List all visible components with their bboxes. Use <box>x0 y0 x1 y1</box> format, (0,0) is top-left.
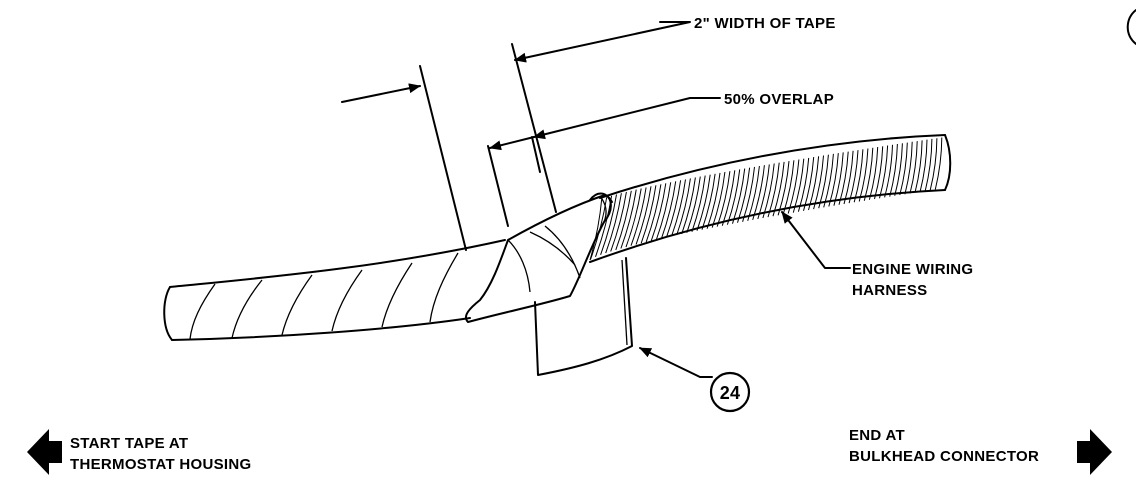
tape-wrap-stripe <box>863 147 874 201</box>
harness-label-line2: HARNESS <box>852 282 927 299</box>
tape-wrap-stripe <box>711 171 726 228</box>
end-label-line2: BULKHEAD CONNECTOR <box>849 448 1039 465</box>
tape-wrap-stripe <box>889 143 898 197</box>
harness-right-section <box>589 134 952 263</box>
tape-wrap-stripe <box>782 160 795 215</box>
tape-wrap-stripe <box>924 138 933 192</box>
tape-wrap-stripe <box>676 178 691 236</box>
tape-wrap-stripe <box>858 148 869 202</box>
tape-wrap-stripe <box>600 194 617 255</box>
tape-wrap-stripe <box>843 150 854 205</box>
overlap-label: 50% OVERLAP <box>724 91 834 108</box>
tape-wrap-stripe <box>666 180 682 238</box>
left-arrow-icon <box>27 429 62 475</box>
tape-wrap-texture <box>589 137 943 261</box>
harness-label-line1: ENGINE WIRING <box>852 261 973 278</box>
tape-wrap-stripe <box>853 149 864 203</box>
tape-wrap-stripe <box>879 145 889 199</box>
tape-wrap-stripe <box>848 150 859 204</box>
tape-wrap-stripe <box>686 176 701 233</box>
tape-wrap-stripe <box>914 140 923 193</box>
tape-wrap-stripe <box>650 183 667 241</box>
tape-wrap-stripe <box>808 156 820 211</box>
tape-wrap-stripe <box>752 165 765 221</box>
tape-wrap-stripe <box>635 186 652 245</box>
tape-wrap-stripe <box>803 157 815 211</box>
tape-wrap-stripe <box>671 179 686 237</box>
tape-wrap-stripe <box>732 168 746 224</box>
tape-wrap-stripe <box>726 169 741 225</box>
tape-wrap-stripe <box>899 142 908 196</box>
tape-wrap-stripe <box>615 190 632 251</box>
tape-wrap-stripe <box>934 137 943 190</box>
tape-wrap-stripe <box>605 193 622 254</box>
dimension-lines <box>341 21 851 378</box>
tape-wrap-stripe <box>884 144 893 198</box>
tape-loop <box>464 192 613 323</box>
start-label-line2: THERMOSTAT HOUSING <box>70 456 252 473</box>
tape-roll-end <box>534 257 633 376</box>
tape-wrap-stripe <box>868 146 879 200</box>
tape-wrap-stripe <box>630 187 647 246</box>
tape-wrap-stripe <box>706 172 721 229</box>
tape-wrap-stripe <box>777 161 790 216</box>
tape-wrap-stripe <box>701 173 716 230</box>
tape-wrap-stripe <box>716 171 731 227</box>
tape-wrap-stripe <box>655 182 672 240</box>
tape-wrap-stripe <box>909 141 918 194</box>
tape-wrap-stripe <box>757 164 770 220</box>
tape-wrap-stripe <box>661 181 677 239</box>
tape-wrap-stripe <box>691 175 706 232</box>
tape-wrap-stripe <box>797 157 810 212</box>
tape-wrap-stripe <box>823 153 834 208</box>
tape-wrap-stripe <box>894 143 903 196</box>
tape-wrap-stripe <box>787 159 800 214</box>
tape-wrap-stripe <box>589 199 603 261</box>
edge-mark <box>1126 9 1136 45</box>
spiral-stripes-left <box>189 252 459 340</box>
harness-left-section <box>163 239 506 341</box>
tape-wrap-stripe <box>919 139 928 192</box>
tape-wrap-stripe <box>904 141 913 195</box>
tape-wrap-stripe <box>742 166 755 222</box>
tape-wrap-stripe <box>833 152 844 206</box>
tape-wrap-stripe <box>874 146 884 200</box>
tape-wrap-stripe <box>620 189 637 249</box>
end-label-line1: END AT <box>849 427 905 444</box>
svg-text:24: 24 <box>720 383 741 403</box>
tape-wrap-stripe <box>721 170 736 226</box>
callout-24: 24 <box>709 371 751 413</box>
tape-wrap-stripe <box>767 162 780 218</box>
tape-wrap-stripe <box>645 184 662 243</box>
right-arrow-icon <box>1077 429 1112 475</box>
tape-wrap-stripe <box>813 155 824 210</box>
start-label-line1: START TAPE AT <box>70 435 188 452</box>
tape-wrap-stripe <box>747 165 760 221</box>
tape-wrap-stripe <box>696 174 711 231</box>
tape-wrap-stripe <box>828 153 839 207</box>
tape-wrap-stripe <box>772 161 785 217</box>
tape-wrap-stripe <box>929 138 938 191</box>
tape-wrap-stripe <box>625 188 642 248</box>
tape-width-label: 2" WIDTH OF TAPE <box>694 15 836 32</box>
tape-wrap-stripe <box>681 177 696 235</box>
tape-wrap-stripe <box>640 185 657 244</box>
tape-wrap-stripe <box>818 154 829 209</box>
tape-wrap-stripe <box>792 158 805 213</box>
tape-wrap-stripe <box>610 191 627 252</box>
tape-wrap-stripe <box>737 167 751 223</box>
tape-wrap-stripe <box>762 163 775 219</box>
tape-wrap-stripe <box>838 151 849 205</box>
